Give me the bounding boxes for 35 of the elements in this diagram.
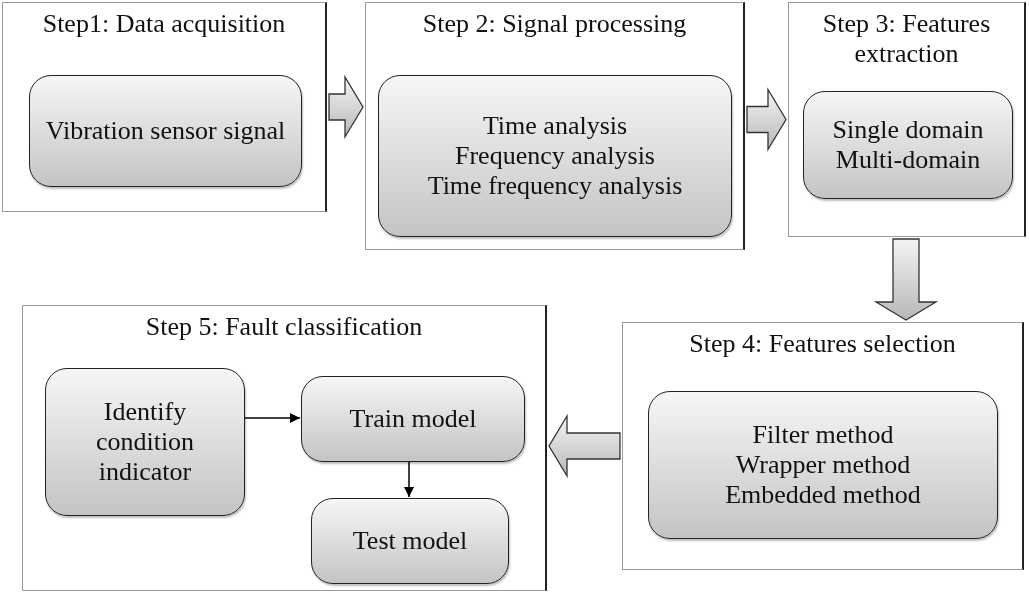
process-box	[378, 75, 732, 237]
box-text: Train model	[349, 404, 477, 434]
box-text: Multi-domain	[835, 145, 981, 175]
arrow	[243, 412, 301, 424]
process-box	[29, 75, 302, 187]
process-box	[648, 391, 998, 539]
box-text: Filter method	[752, 420, 894, 451]
box-text: Embedded method	[725, 479, 921, 510]
box-text: Time analysis	[482, 111, 628, 142]
block-arrow	[328, 74, 364, 140]
block-arrow	[873, 238, 939, 321]
arrow	[403, 460, 415, 498]
process-box	[311, 498, 509, 584]
step-panel	[2, 2, 327, 212]
step-panel	[622, 322, 1024, 570]
panel-heading: Step 3: Features extraction	[821, 9, 992, 69]
process-box	[45, 368, 245, 516]
box-text: Test model	[352, 526, 468, 556]
panel-heading: Step 4: Features selection	[688, 329, 957, 359]
box-text: Frequency analysis	[455, 141, 655, 171]
panel-heading: Step 5: Fault classification	[144, 312, 424, 342]
process-box	[301, 376, 525, 462]
box-text: Time frequency analysis	[427, 170, 683, 201]
step-panel	[788, 2, 1026, 237]
block-arrow	[746, 87, 787, 152]
box-text: Single domain	[832, 115, 984, 145]
box-text: Vibration sensor signal	[45, 116, 286, 146]
step-panel	[22, 305, 547, 591]
box-text: Identify condition indicator	[94, 397, 196, 487]
panel-heading: Step 2: Signal processing	[421, 9, 688, 39]
process-box	[803, 91, 1013, 199]
box-text: Wrapper method	[735, 450, 911, 480]
block-arrow	[548, 413, 621, 479]
step-panel	[365, 2, 745, 250]
panel-heading: Step1: Data acquisition	[41, 9, 287, 39]
